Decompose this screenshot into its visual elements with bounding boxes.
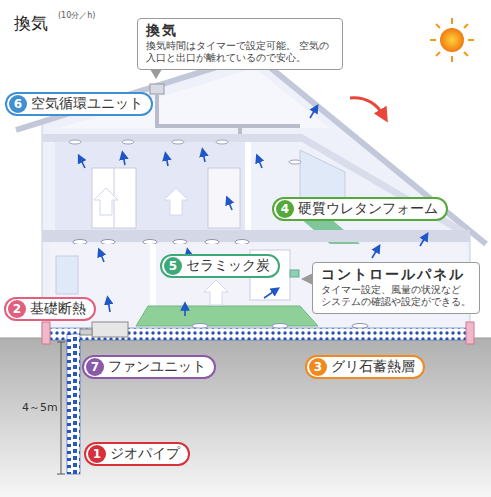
callout-number: 1 xyxy=(88,445,106,463)
note-heading: 換気 xyxy=(146,22,334,40)
depth-dimension: 4～5m xyxy=(22,400,58,415)
part-name: グリ石蓄熱層 xyxy=(331,358,415,376)
callout-number: 7 xyxy=(86,358,104,376)
part-name: セラミック炭 xyxy=(186,257,270,275)
note-body: 換気時間はタイマーで設定可能。 空気の入口と出口が離れているので安心。 xyxy=(146,40,334,65)
callout-number: 6 xyxy=(9,95,27,113)
note-box: 換気換気時間はタイマーで設定可能。 空気の入口と出口が離れているので安心。 xyxy=(137,18,343,70)
part-name: ファンユニット xyxy=(108,358,206,376)
numbered-callout: 2基礎断熱 xyxy=(4,297,96,321)
part-name: 空気循環ユニット xyxy=(31,95,143,113)
numbered-callout: 6空気循環ユニット xyxy=(5,92,153,116)
numbered-callout: 5セラミック炭 xyxy=(160,254,280,278)
rate-note: (10分／h) xyxy=(58,10,96,21)
part-name: ジオパイプ xyxy=(110,445,180,463)
callout-number: 4 xyxy=(276,200,294,218)
diagram-title: 換気 xyxy=(14,12,48,35)
numbered-callout: 1ジオパイプ xyxy=(84,442,190,466)
note-box: コントロールパネルタイマー設定、風量の状況など システムの確認や設定ができる。 xyxy=(312,262,480,314)
part-name: 基礎断熱 xyxy=(30,300,86,318)
note-body: タイマー設定、風量の状況など システムの確認や設定ができる。 xyxy=(321,284,471,309)
numbered-callout: 4硬質ウレタンフォーム xyxy=(272,197,448,221)
callout-number: 2 xyxy=(8,300,26,318)
callout-number: 3 xyxy=(309,358,327,376)
numbered-callout: 7ファンユニット xyxy=(82,355,216,379)
callout-number: 5 xyxy=(164,257,182,275)
part-name: 硬質ウレタンフォーム xyxy=(298,200,438,218)
numbered-callout: 3グリ石蓄熱層 xyxy=(305,355,425,379)
note-heading: コントロールパネル xyxy=(321,266,471,284)
